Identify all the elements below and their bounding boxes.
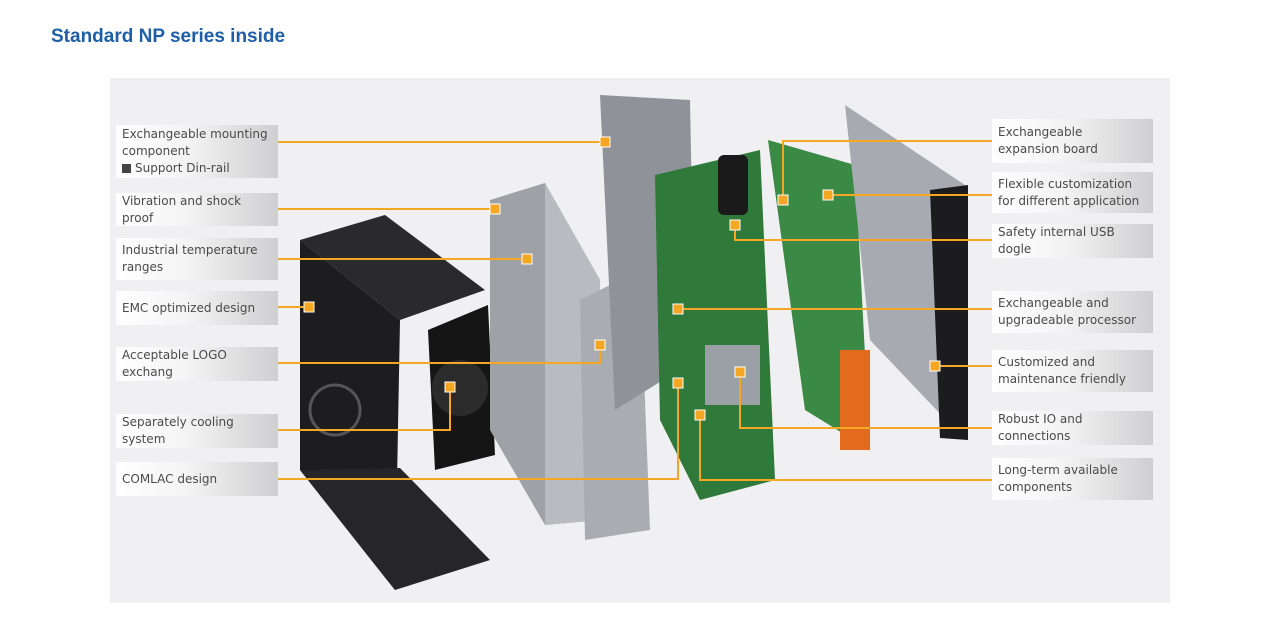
- label-text: Safety internal USB dogle: [998, 225, 1115, 256]
- label-maintenance-friendly: Customized and maintenance friendly: [992, 350, 1153, 392]
- label-text: Exchangeable and upgradeable processor: [998, 296, 1137, 327]
- label-text: Exchangeable expansion board: [998, 125, 1098, 156]
- black-enclosure: [300, 215, 490, 590]
- label-vibration-proof: Vibration and shock proof: [116, 193, 278, 226]
- label-flexible-customization: Flexible customization for different app…: [992, 172, 1153, 213]
- fan: [428, 305, 495, 470]
- label-expansion-board: Exchangeable expansion board: [992, 119, 1153, 163]
- label-text: Industrial temperature ranges: [122, 243, 258, 274]
- label-logo-exchange: Acceptable LOGO exchang: [116, 347, 278, 381]
- label-industrial-temperature: Industrial temperature ranges: [116, 238, 278, 280]
- label-text: Acceptable LOGO exchang: [122, 348, 227, 379]
- label-cooling-system: Separately cooling system: [116, 414, 278, 448]
- bullet-square-icon: [122, 164, 131, 173]
- label-emc-design: EMC optimized design: [116, 291, 278, 325]
- label-long-term-components: Long-term available components: [992, 458, 1153, 500]
- label-comlac-design: COMLAC design: [116, 462, 278, 496]
- label-mounting-component: Exchangeable mounting component Support …: [116, 125, 278, 178]
- label-text: Separately cooling system: [122, 415, 234, 446]
- label-text: Robust IO and connections: [998, 412, 1083, 443]
- side-cover: [845, 105, 968, 440]
- label-robust-io: Robust IO and connections: [992, 411, 1153, 445]
- label-text: Vibration and shock proof: [122, 193, 242, 225]
- label-usb-dongle: Safety internal USB dogle: [992, 224, 1153, 258]
- usb-dongle: [718, 155, 748, 215]
- label-text: EMC optimized design: [122, 300, 256, 315]
- leader-markers: [303, 136, 941, 421]
- page-title: Standard NP series inside: [51, 26, 286, 47]
- label-processor: Exchangeable and upgradeable processor: [992, 291, 1153, 333]
- label-subtext: Support Din-rail: [135, 161, 230, 175]
- label-text: Exchangeable mounting component: [122, 127, 268, 158]
- label-text: COMLAC design: [122, 471, 218, 486]
- label-text: Customized and maintenance friendly: [998, 355, 1126, 386]
- leader-lines: [278, 140, 992, 481]
- label-text: Flexible customization for different app…: [998, 176, 1140, 208]
- label-text: Long-term available components: [998, 463, 1118, 494]
- expansion-board: [768, 140, 870, 450]
- mainboard: [655, 150, 775, 500]
